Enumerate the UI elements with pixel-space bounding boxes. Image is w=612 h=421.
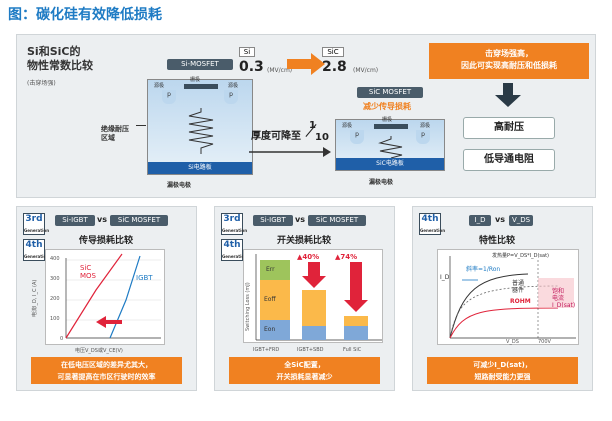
tag-a: Si-IGBT xyxy=(55,215,95,226)
high-voltage-box: 高耐压 xyxy=(463,117,555,139)
low-resistance-box: 低导通电阻 xyxy=(463,149,555,171)
down-arrow-icon xyxy=(495,83,521,107)
sic-drain-label: 漏极电极 xyxy=(369,179,394,186)
tag-b: V_DS xyxy=(509,215,533,226)
characteristic-chart: 发热量P=V_DS*I_D(sat) 斜率=1/Ron I_D 普通器件 ROH… xyxy=(437,249,579,345)
igbt-curve-label: IGBT xyxy=(136,274,153,282)
drift-pointer xyxy=(136,125,146,126)
stacked-bars xyxy=(255,254,382,341)
panel-footer: 全SiC配置，开关损耗显著减少 xyxy=(229,357,380,384)
si-gate xyxy=(184,84,218,89)
sic-substrate: SiC电路板 xyxy=(336,158,444,170)
orange-arrow-icon xyxy=(287,53,325,75)
reduction-40: ▲40% xyxy=(297,253,320,261)
panel-title: 特性比较 xyxy=(479,236,516,246)
spring-icon xyxy=(378,136,403,158)
section-heading: Si和SiC的 物性常数比较 (击穿场强) xyxy=(27,45,93,87)
sic-name: SiC xyxy=(322,47,344,57)
sic-mosfet-label: SiC MOSFET xyxy=(357,87,423,98)
fraction-den: 10 xyxy=(315,132,329,143)
panel-footer: 可减少I_D(sat)，短路耐受能力更强 xyxy=(427,357,578,384)
thickness-label: 厚度可降至 xyxy=(251,131,301,142)
si-mosfet-device: 栅极 源极 源极 p p Si电路板 xyxy=(147,77,253,175)
y-axis-label: 电流I_D, I_C (A) xyxy=(32,279,38,317)
reduction-74: ▲74% xyxy=(335,253,358,261)
sic-loss-label: 减少传导损耗 xyxy=(363,102,411,111)
tag-a: I_D xyxy=(469,215,491,226)
panel-title: 传导损耗比较 xyxy=(79,236,134,246)
physical-constants-section: Si和SiC的 物性常数比较 (击穿场强) Si-MOSFET 栅极 源极 源极… xyxy=(16,34,596,198)
spring-icon xyxy=(188,108,214,154)
p-well: p xyxy=(416,130,430,144)
tag-b: SiC MOSFET xyxy=(110,215,168,226)
x-axis-label: 电压V_DS或V_CE(V) xyxy=(75,348,123,354)
tag-b: SiC MOSFET xyxy=(308,215,366,226)
iv-curves xyxy=(65,253,161,339)
fraction-num: 1 xyxy=(309,120,316,131)
id-vds-curves xyxy=(449,256,576,339)
p-well: p xyxy=(224,90,238,104)
p-well: p xyxy=(350,130,364,144)
panel-title: 开关损耗比较 xyxy=(277,236,332,246)
si-mosfet-label: Si-MOSFET xyxy=(167,59,233,70)
switching-chart: Err Eoff Eon xyxy=(243,249,383,343)
result-banner: 击穿场强高， 因此可实现高耐压和低损耗 xyxy=(429,43,589,79)
sic-mosfet-device: 栅极 源极 源极 p p SiC电路板 xyxy=(335,117,445,171)
panel-footer: 在低电压区域的差异尤其大，可显著提高在市区行驶时的效率 xyxy=(31,357,182,384)
tag-a: Si-IGBT xyxy=(253,215,293,226)
si-drain-label: 漏极电极 xyxy=(167,182,192,189)
sic-gate xyxy=(374,124,408,129)
p-well: p xyxy=(162,90,176,104)
si-value: 0.3 xyxy=(239,59,264,75)
drift-label: 绝缘耐压 区域 xyxy=(101,125,129,142)
sic-value: 2.8 xyxy=(322,59,347,75)
right-arrow-icon xyxy=(249,147,331,157)
si-name: Si xyxy=(239,47,255,57)
si-substrate: Si电路板 xyxy=(148,162,252,174)
page-title: 图：碳化硅有效降低损耗 xyxy=(8,7,162,23)
